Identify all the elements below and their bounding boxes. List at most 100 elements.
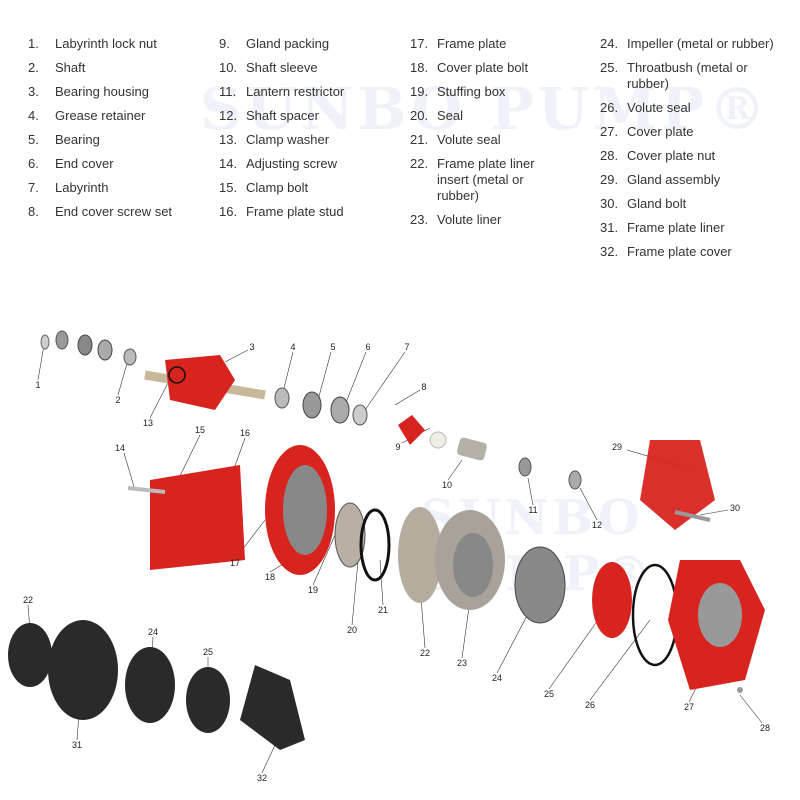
callout-number: 21 [377, 605, 389, 615]
legend-item: 29. Gland assembly [600, 172, 775, 188]
callout-number: 2 [115, 395, 121, 405]
legend-item-number: 25. [600, 60, 619, 75]
legend-item-number: 12. [219, 108, 238, 123]
callout-number: 22 [419, 648, 431, 658]
legend-item-number: 18. [410, 60, 429, 75]
callout-number: 19 [307, 585, 319, 595]
legend-item: 28. Cover plate nut [600, 148, 775, 164]
callout-number: 29 [611, 442, 623, 452]
legend-item-number: 21. [410, 132, 429, 147]
legend-item-label: Clamp washer [246, 132, 330, 147]
callout-number: 24 [147, 627, 159, 637]
legend-item: 16. Frame plate stud [219, 204, 394, 220]
legend-item-label: Frame plate stud [246, 204, 344, 219]
legend-item-number: 15. [219, 180, 238, 195]
legend-item-label: Frame plate liner [627, 220, 725, 235]
callout-number: 15 [194, 425, 206, 435]
callout-number: 10 [441, 480, 453, 490]
legend-item-number: 4. [28, 108, 39, 123]
legend-item-label: Throatbush (metal or rubber) [627, 60, 748, 91]
legend-item: 4.Grease retainer [28, 108, 203, 124]
legend-item: 23.Volute liner [410, 212, 550, 228]
legend-item-label: Volute liner [437, 212, 502, 227]
legend-item-label: Frame plate liner insert (metal or rubbe… [437, 156, 535, 203]
legend-item: 8. End cover screw set [28, 204, 203, 220]
legend-item: 20. Seal [410, 108, 550, 124]
callout-number: 1 [35, 380, 41, 390]
legend-item-label: Frame plate [437, 36, 507, 51]
legend-item: 31. Frame plate liner [600, 220, 775, 236]
legend-item-number: 17. [410, 36, 429, 51]
legend-item-number: 13. [219, 132, 238, 147]
legend-item-label: Cover plate [627, 124, 694, 139]
legend-item: 13. Clamp washer [219, 132, 394, 148]
legend-item-label: Shaft spacer [246, 108, 319, 123]
callout-number: 5 [330, 342, 336, 352]
callout-number: 6 [365, 342, 371, 352]
legend-item: 25. Throatbush (metal or rubber) [600, 60, 775, 92]
legend-item-number: 8. [28, 204, 39, 219]
callout-number: 24 [491, 673, 503, 683]
legend-column: 9. Gland packing 10. Shaft sleeve 11. Lantern… [219, 36, 394, 228]
legend-item-number: 10. [219, 60, 238, 75]
legend-item: 14. Adjusting screw [219, 156, 394, 172]
legend-item: 19. Stuffing box [410, 84, 550, 100]
callout-number: 17 [229, 558, 241, 568]
callout-number: 22 [22, 595, 34, 605]
callout-number: 16 [239, 428, 251, 438]
legend-item-label: Bearing housing [55, 84, 149, 99]
legend-item-label: End cover screw set [55, 204, 173, 219]
legend-item-label: Stuffing box [437, 84, 506, 99]
callout-number: 20 [346, 625, 358, 635]
legend-item: 3.Bearing housing [28, 84, 203, 100]
legend-item: 11. Lantern restrictor [219, 84, 394, 100]
rubber-parts [8, 620, 305, 750]
legend-item-label: Lantern restrictor [246, 84, 345, 99]
legend-item-number: 31. [600, 220, 619, 235]
legend-item: 12. Shaft spacer [219, 108, 394, 124]
legend-item: 9. Gland packing [219, 36, 394, 52]
legend-item-label: Volute seal [437, 132, 501, 147]
callout-number: 9 [395, 442, 401, 452]
legend-item: 5.Bearing [28, 132, 203, 148]
legend-item-label: Gland assembly [627, 172, 721, 187]
callout-number: 18 [264, 572, 276, 582]
legend-item-number: 19. [410, 84, 429, 99]
callout-number: 26 [584, 700, 596, 710]
shaft-bearings [40, 330, 582, 490]
callout-number: 23 [456, 658, 468, 668]
legend-item: 27.Cover plate [600, 124, 775, 140]
legend-item-number: 14. [219, 156, 238, 171]
legend-item-label: Labyrinth [55, 180, 109, 195]
legend-item: 24.Impeller (metal or rubber) [600, 36, 775, 52]
legend-item-number: 6. [28, 156, 39, 171]
legend-item-number: 5. [28, 132, 39, 147]
legend-item-label: Seal [437, 108, 464, 123]
callout-number: 7 [404, 342, 410, 352]
legend-item: 1.Labyrinth lock nut [28, 36, 203, 52]
legend-item: 6. End cover [28, 156, 203, 172]
legend-item: 10. Shaft sleeve [219, 60, 394, 76]
legend-item-number: 29. [600, 172, 619, 187]
legend-item: 17. Frame plate [410, 36, 550, 52]
legend-item: 21. Volute seal [410, 132, 550, 148]
legend-item-label: Shaft sleeve [246, 60, 318, 75]
legend-item: 7.Labyrinth [28, 180, 203, 196]
legend-item: 15.Clamp bolt [219, 180, 394, 196]
callout-number: 11 [528, 505, 538, 515]
legend-item-label: End cover [55, 156, 114, 171]
legend-item-number: 20. [410, 108, 429, 123]
legend-item-number: 16. [219, 204, 238, 219]
legend-item-number: 9. [219, 36, 230, 51]
legend-item-label: Adjusting screw [246, 156, 338, 171]
legend-item-label: Labyrinth lock nut [55, 36, 157, 51]
legend-item-label: Impeller (metal or rubber) [627, 36, 774, 51]
legend-item-label: Gland packing [246, 36, 330, 51]
legend-item-number: 11. [219, 84, 237, 99]
legend-item-label: Frame plate cover [627, 244, 732, 259]
legend-item-number: 28. [600, 148, 619, 163]
legend-item-number: 32. [600, 244, 619, 259]
legend-item: 32. Frame plate cover [600, 244, 775, 260]
callout-number: 31 [71, 740, 83, 750]
legend-item-label: Cover plate nut [627, 148, 716, 163]
